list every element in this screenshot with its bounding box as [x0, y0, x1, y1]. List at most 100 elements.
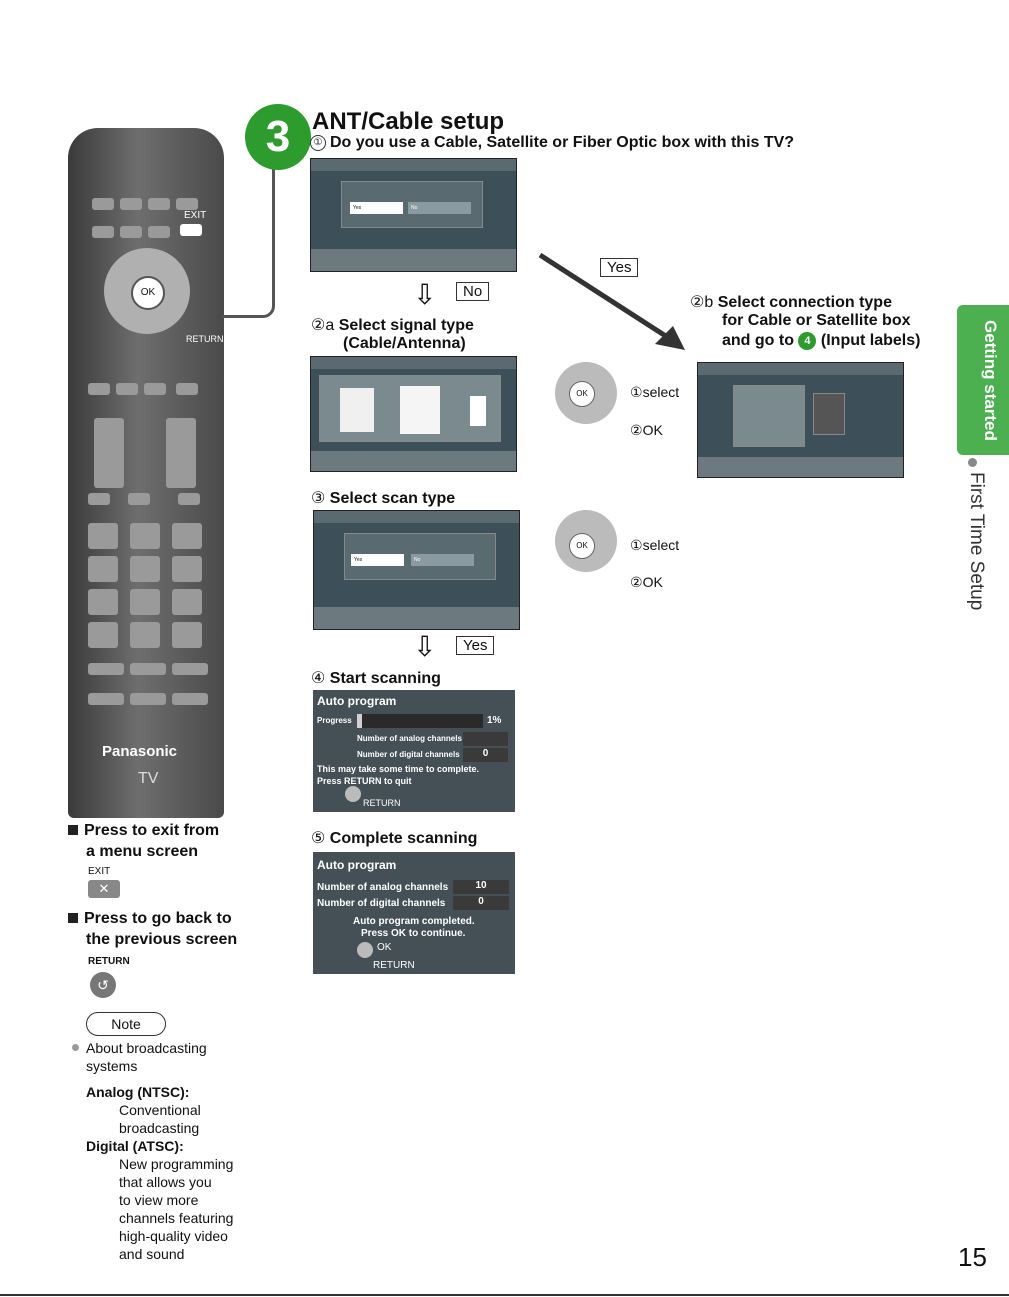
dpad-select-hint: ①select [630, 537, 679, 554]
step-4-num: ④ [311, 670, 326, 687]
exit-key-label: EXIT [88, 866, 111, 877]
digital-desc-2: that allows you [119, 1174, 212, 1190]
return-hint: RETURN [373, 960, 415, 971]
remote-button [88, 663, 124, 675]
continue-msg: Press OK to continue. [361, 928, 466, 939]
analog-channels-value: 10 [453, 880, 509, 894]
number-key [172, 622, 202, 648]
dialog-panel [319, 375, 501, 442]
dpad-icon [357, 942, 373, 958]
remote-button [178, 493, 200, 505]
dialog-panel: Yes No [341, 181, 483, 228]
section-tab [957, 305, 1009, 455]
step-2a-subtitle: (Cable/Antenna) [343, 335, 466, 352]
step-2b-line1: Select connection type [717, 294, 892, 311]
remote-button [120, 226, 142, 238]
exit-key-icon: ✕ [88, 880, 120, 898]
screen-title-bar [698, 363, 903, 375]
yes-label-box: Yes [456, 636, 495, 655]
analog-channels-label: Number of analog channels [317, 882, 449, 893]
number-key [130, 589, 160, 615]
screen-footer [698, 457, 903, 477]
step-circle-num: ① [310, 135, 326, 151]
digital-desc-4: channels featuring [119, 1210, 234, 1226]
analog-desc-1: Conventional [119, 1102, 201, 1118]
subsection-label: First Time Setup [966, 472, 987, 611]
remote-button [144, 383, 166, 395]
step-2b-input-labels: (Input labels) [820, 332, 921, 349]
yes-label-box: Yes [600, 258, 639, 277]
step-4-title: Start scanning [329, 670, 441, 687]
complete-msg: Auto program completed. [353, 916, 475, 927]
bullet-icon [72, 1044, 79, 1051]
remote-button [128, 493, 150, 505]
digital-desc-5: high-quality video [119, 1228, 228, 1244]
digital-channels-value: 0 [453, 896, 509, 910]
screen-footer [314, 607, 519, 629]
remote-button [92, 226, 114, 238]
number-key [88, 523, 118, 549]
remote-button [130, 693, 166, 705]
volume-rocker [94, 418, 124, 488]
digital-title: Digital (ATSC): [86, 1138, 184, 1154]
return-key-label: RETURN [88, 956, 130, 967]
down-arrow-icon: ⇩ [413, 631, 437, 662]
select-text: select [642, 384, 680, 400]
number-key [130, 556, 160, 582]
number-key [172, 556, 202, 582]
cable-question-screen: Yes No [310, 158, 517, 272]
exit-heading-line1: Press to exit from [84, 822, 220, 839]
step-number-badge: 3 [245, 104, 311, 170]
step-2b-goto: and go to [722, 332, 794, 349]
progress-fill [357, 714, 363, 728]
dpad-icon [345, 786, 361, 802]
diagonal-arrow-icon [538, 252, 685, 350]
remote-button [120, 198, 142, 210]
no-label-box: No [456, 282, 490, 301]
dpad-select-hint: ①select [630, 384, 679, 401]
channel-rocker [166, 418, 196, 488]
scan-type-screen: Yes No [313, 510, 520, 630]
bullet-square-icon [68, 825, 78, 835]
number-key [88, 556, 118, 582]
remote-button [148, 226, 170, 238]
section-tab-label: Getting started [981, 319, 1000, 441]
progress-bar [357, 714, 483, 728]
step-3-title: Select scan type [329, 490, 456, 507]
analog-channels-label: Number of analog channels [357, 734, 462, 743]
digital-channels-label: Number of digital channels [317, 898, 446, 909]
remote-button [88, 493, 110, 505]
step-4-heading: ④ Start scanning [311, 668, 441, 688]
wall-outlet-icon [340, 388, 374, 432]
remote-button [116, 383, 138, 395]
step-3-num: ③ [311, 490, 326, 507]
remote-control-image: EXIT OK RETURN Panasonic TV [68, 128, 224, 818]
remote-button [176, 383, 198, 395]
step-2b-line2: for Cable or Satellite box [722, 312, 911, 329]
digital-channels-label: Number of digital channels [357, 750, 460, 759]
callout-line [222, 150, 275, 318]
number-key [172, 523, 202, 549]
video-input-panel [733, 385, 805, 447]
remote-button [176, 198, 198, 210]
ok-button-icon: OK [569, 533, 595, 559]
digital-desc-1: New programming [119, 1156, 234, 1172]
ok-text: OK [642, 422, 663, 438]
progress-value: 1% [487, 715, 502, 726]
analog-channels-value [463, 732, 508, 746]
remote-button [172, 663, 208, 675]
step-5-title: Complete scanning [329, 830, 478, 847]
number-key [88, 589, 118, 615]
return-key-icon: ↺ [90, 972, 116, 998]
exit-key-icon [180, 224, 202, 236]
connection-type-screen [697, 362, 904, 478]
step-2a-title: Select signal type [338, 317, 474, 334]
step-2b-num: ②b [690, 294, 714, 311]
scan-panel-title: Auto program [317, 694, 397, 708]
remote-button [148, 198, 170, 210]
antenna-diagram-icon [400, 386, 440, 434]
exit-heading: Press to exit from [68, 822, 219, 840]
number-key [130, 523, 160, 549]
screen-footer [311, 249, 516, 271]
